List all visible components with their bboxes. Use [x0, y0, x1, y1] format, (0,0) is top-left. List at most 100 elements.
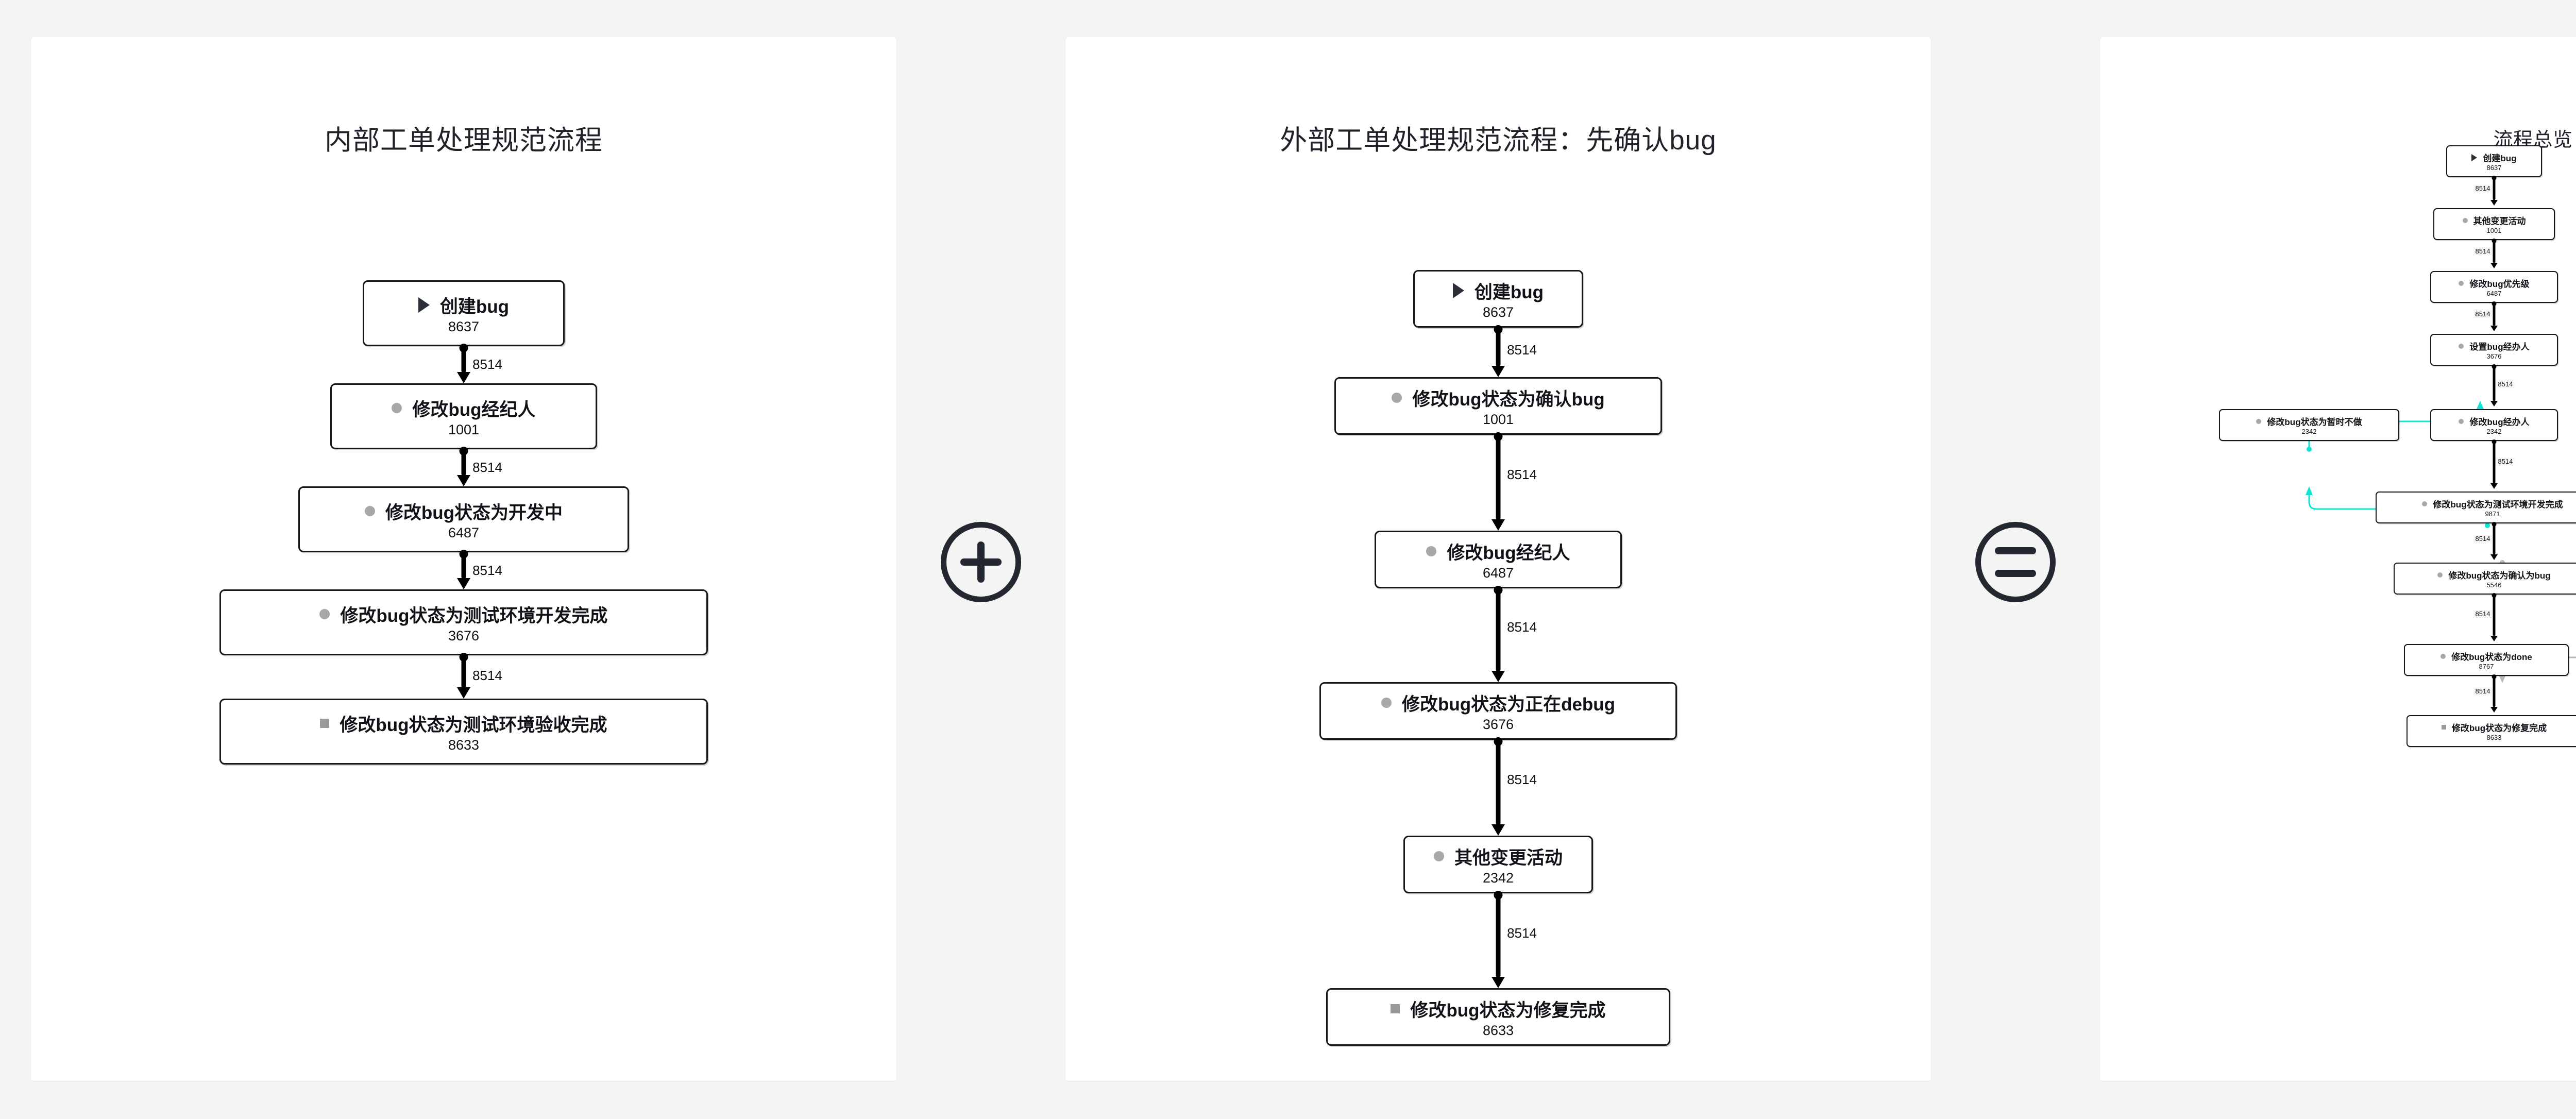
node-modify-bug-assignee[interactable]: 修改bug经办人 2342 [2430, 409, 2558, 441]
circle-icon [1381, 698, 1392, 708]
node-status-developing[interactable]: 修改bug状态为开发中 6487 [298, 486, 629, 552]
edge-label: 8514 [471, 460, 504, 476]
arrow-head-icon [457, 578, 470, 589]
node-count: 3676 [1482, 716, 1514, 732]
edge-label: 8514 [1505, 467, 1538, 483]
node-label: 修改bug优先级 [2469, 279, 2530, 289]
node-label: 修改bug状态为暂时不做 [2267, 417, 2362, 427]
node-count: 6487 [448, 524, 480, 540]
edge-line [461, 346, 466, 372]
circle-icon [2462, 217, 2468, 223]
panel-title-external: 外部工单处理规范流程：先确认bug [1280, 125, 1717, 156]
edge-create-to-other: 8514 [2473, 176, 2504, 208]
circle-icon [2256, 418, 2262, 424]
arrow-head-icon [2490, 707, 2498, 713]
node-other-change-activity[interactable]: 其他变更活动 1001 [2433, 208, 2555, 240]
node-count: 2342 [2301, 428, 2317, 435]
edge-set-assignee-to-modify-assignee: 8514 [2484, 364, 2515, 409]
node-status-test-accept-done[interactable]: 修改bug状态为测试环境验收完成 8633 [219, 699, 708, 765]
node-count: 3676 [2486, 352, 2502, 360]
edge-line [1496, 588, 1501, 671]
edge-create-to-confirm: 8514 [1483, 325, 1538, 377]
node-label: 修改bug状态为测试环境开发完成 [340, 605, 608, 626]
node-label: 修改bug状态为修复完成 [2451, 723, 2547, 733]
edge-label: 8514 [2473, 247, 2492, 255]
node-label: 修改bug经纪人 [412, 399, 536, 420]
node-create-bug[interactable]: 创建bug 8637 [1413, 270, 1583, 328]
panel-process-overview[interactable]: 流程总览 998 1591 创建bug 8637 [2100, 37, 2576, 1081]
node-status-fix-done[interactable]: 修改bug状态为修复完成 8633 [2406, 715, 2576, 747]
square-icon [2441, 725, 2446, 730]
arrow-head-icon [457, 475, 470, 486]
circle-icon [364, 506, 375, 516]
edge-confirmed-to-done: 8514 [2473, 593, 2504, 644]
circle-icon [319, 609, 330, 619]
edge-label: 8514 [2473, 310, 2492, 318]
node-other-change-activity[interactable]: 其他变更活动 2342 [1403, 836, 1593, 893]
node-status-test-dev-done[interactable]: 修改bug状态为测试环境开发完成 3676 [219, 589, 708, 655]
plus-operator-icon [941, 522, 1021, 602]
edge-debugging-to-other: 8514 [1483, 737, 1538, 836]
circle-icon [2459, 418, 2464, 424]
node-count: 6487 [2486, 290, 2502, 297]
node-status-fix-done[interactable]: 修改bug状态为修复完成 8633 [1326, 988, 1670, 1046]
edge-line [2493, 366, 2496, 401]
node-status-pending[interactable]: 修改bug状态为暂时不做 2342 [2219, 409, 2399, 441]
circle-icon [2459, 343, 2464, 349]
circle-icon [2437, 572, 2443, 578]
node-create-bug[interactable]: 创建bug 8637 [2446, 145, 2542, 177]
node-label: 修改bug状态为测试环境验收完成 [340, 715, 607, 735]
edge-label: 8514 [2473, 610, 2492, 618]
node-modify-bug-agent[interactable]: 修改bug经纪人 6487 [1375, 531, 1622, 588]
circle-icon [2422, 501, 2428, 506]
circle-icon [1392, 393, 1402, 403]
edge-create-to-agent: 8514 [448, 344, 504, 383]
arrow-head-icon [457, 687, 470, 699]
edge-label: 8514 [2473, 184, 2492, 192]
panel-internal-process[interactable]: 内部工单处理规范流程 创建bug 8637 修改bug经纪人 1001 修改bu… [31, 37, 896, 1081]
edge-line [1496, 435, 1501, 519]
node-count: 8637 [1482, 304, 1514, 320]
circle-icon [2441, 653, 2446, 659]
node-status-done[interactable]: 修改bug状态为done 8767 [2404, 644, 2569, 676]
edge-label: 8514 [1505, 772, 1538, 788]
edge-testdev-to-confirmed: 8514 [2473, 522, 2504, 563]
edge-agent-to-debugging: 8514 [1483, 586, 1538, 682]
edge-line [461, 655, 466, 687]
arrow-head-icon [2490, 483, 2498, 489]
node-label: 修改bug状态为修复完成 [1410, 1000, 1606, 1021]
play-triangle-icon [2471, 154, 2478, 161]
edge-line [2493, 177, 2496, 200]
edge-label: 8514 [2496, 457, 2515, 465]
cyan-arrow-head-icon [2306, 486, 2313, 495]
node-set-bug-assignee[interactable]: 设置bug经办人 3676 [2430, 334, 2558, 366]
node-count: 2342 [2486, 428, 2502, 435]
node-status-confirm-bug[interactable]: 修改bug状态为确认bug 1001 [1334, 377, 1662, 435]
node-modify-bug-agent[interactable]: 修改bug经纪人 1001 [330, 383, 597, 449]
node-status-test-dev-done[interactable]: 修改bug状态为测试环境开发完成 9871 [2376, 491, 2576, 523]
node-modify-bug-priority[interactable]: 修改bug优先级 6487 [2430, 271, 2558, 303]
arrow-head-icon [2490, 636, 2498, 641]
node-create-bug[interactable]: 创建bug 8637 [363, 280, 565, 346]
panel-external-process[interactable]: 外部工单处理规范流程：先确认bug 创建bug 8637 修改bug状态为确认b… [1065, 37, 1931, 1081]
node-label: 修改bug状态为开发中 [385, 502, 563, 523]
edge-line [461, 552, 466, 578]
node-label: 修改bug状态为确认为bug [2448, 571, 2551, 581]
node-count: 1001 [448, 421, 480, 437]
play-triangle-icon [418, 297, 430, 313]
edge-line [2493, 240, 2496, 263]
node-label: 创建bug [2483, 154, 2517, 163]
node-count: 8767 [2479, 663, 2494, 670]
edge-line [1496, 893, 1501, 977]
edge-label: 8514 [1505, 925, 1538, 941]
edge-label: 8514 [471, 563, 504, 579]
node-status-debugging[interactable]: 修改bug状态为正在debug 3676 [1319, 682, 1677, 740]
edge-line [2493, 676, 2496, 707]
edge-agent-to-developing: 8514 [448, 447, 504, 486]
node-label: 修改bug经纪人 [1447, 542, 1570, 563]
node-label: 设置bug经办人 [2469, 342, 2530, 352]
node-status-confirmed-bug[interactable]: 修改bug状态为确认为bug 5546 [2394, 563, 2576, 595]
edge-done-to-fixdone: 8514 [2473, 674, 2504, 715]
edge-line [1496, 740, 1501, 824]
